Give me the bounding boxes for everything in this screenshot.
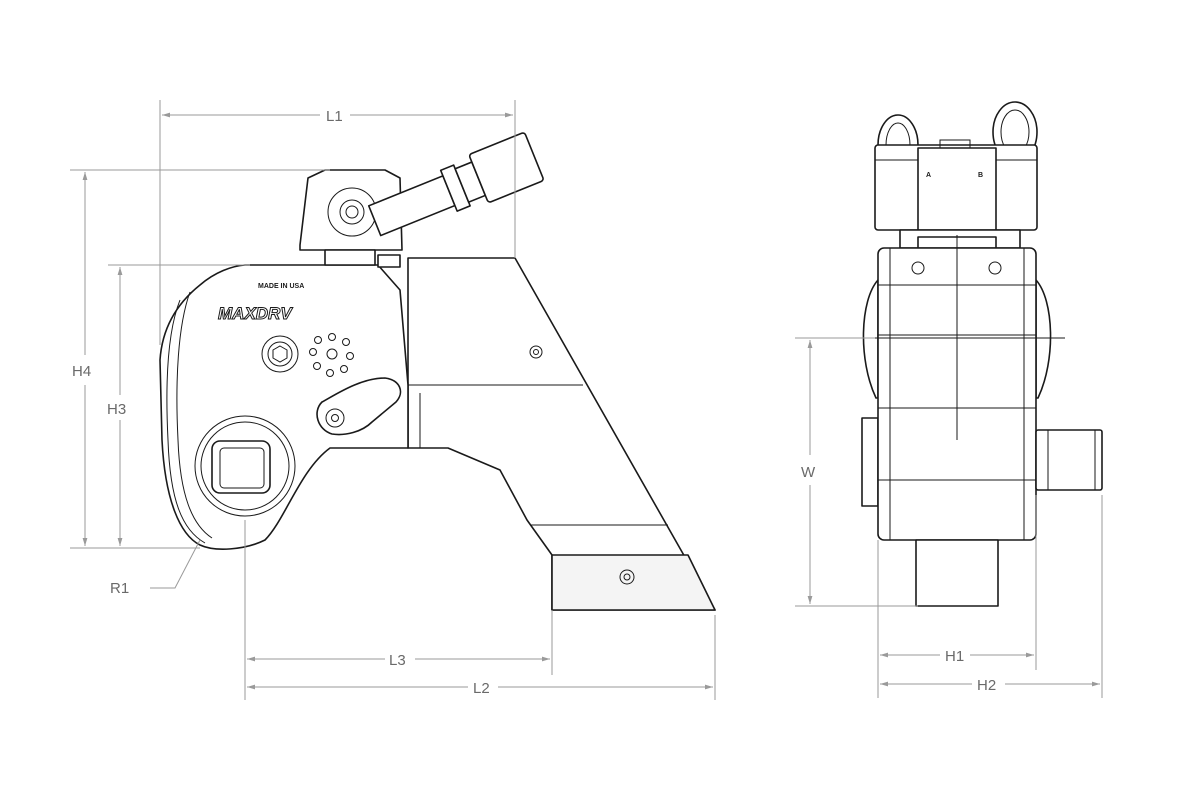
dim-label-h4: H4 bbox=[72, 363, 91, 380]
side-view: MADE IN USA MAXDRV bbox=[159, 132, 716, 611]
dim-label-l1: L1 bbox=[326, 108, 343, 125]
dim-label-l2: L2 bbox=[473, 680, 490, 697]
front-view: A B bbox=[850, 101, 1103, 607]
dim-label-l3: L3 bbox=[389, 652, 406, 669]
dim-label-r1: R1 bbox=[110, 580, 129, 597]
square-drive-ring bbox=[194, 415, 296, 517]
swivel-block bbox=[299, 169, 403, 251]
dim-label-h1: H1 bbox=[945, 648, 964, 665]
side-dimensions: L1 H4 H3 R1 L3 L2 bbox=[70, 100, 716, 700]
arm-foot bbox=[551, 554, 716, 611]
dim-label-h2: H2 bbox=[977, 677, 996, 694]
dot-cluster-icon bbox=[309, 333, 354, 377]
bottom-square-drive bbox=[915, 539, 999, 607]
drive-extension bbox=[1035, 429, 1103, 491]
reaction-arm bbox=[407, 257, 716, 611]
front-dimensions: W H1 H2 bbox=[795, 337, 1103, 698]
foot-pin bbox=[619, 569, 635, 585]
port-a-label: A bbox=[926, 172, 931, 179]
made-in-usa-label: MADE IN USA bbox=[258, 283, 304, 290]
hex-bolt bbox=[261, 335, 299, 373]
square-drive bbox=[211, 440, 271, 494]
brand-logo-text: MAXDRV bbox=[218, 304, 293, 323]
hose-coupling bbox=[367, 132, 544, 237]
dim-label-w: W bbox=[801, 464, 816, 481]
port-b-label: B bbox=[978, 172, 983, 179]
arm-pin bbox=[529, 345, 543, 359]
dim-label-h3: H3 bbox=[107, 401, 126, 418]
